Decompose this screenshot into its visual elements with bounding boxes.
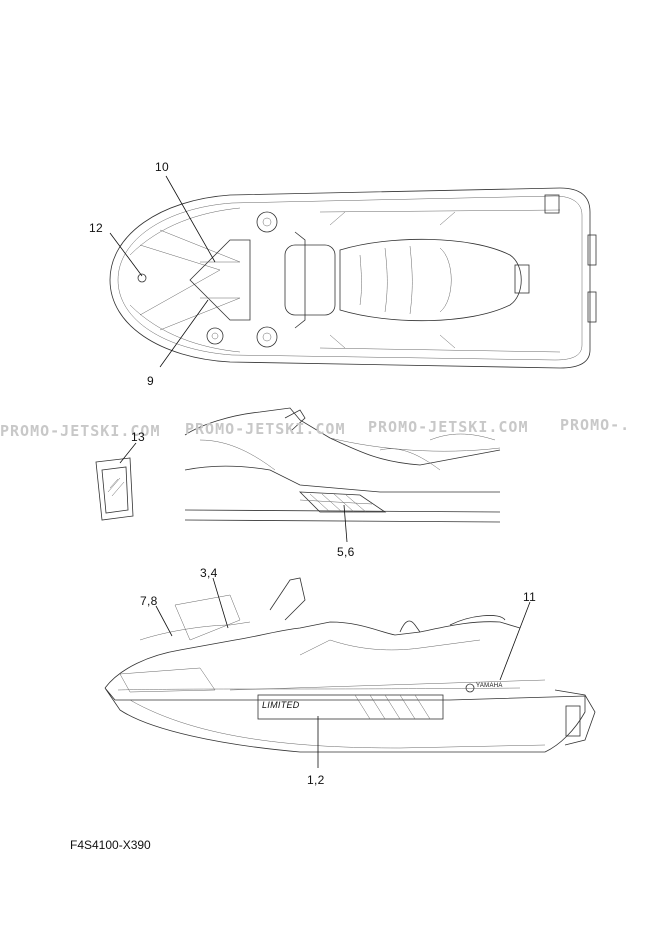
callout-5-6: 5,6	[337, 545, 355, 559]
watermark-3: PROMO-JETSKI.COM	[368, 418, 529, 436]
callout-12: 12	[89, 221, 103, 235]
decal-13-sticker	[95, 457, 134, 521]
callout-11: 11	[523, 590, 537, 604]
callout-9: 9	[147, 374, 154, 388]
callout-7-8: 7,8	[140, 594, 158, 608]
watermark-4: PROMO-.	[560, 416, 631, 434]
leader-lines-top	[109, 175, 216, 368]
top-view-craft	[109, 187, 597, 369]
callout-10: 10	[155, 160, 169, 174]
watermark-1: PROMO-JETSKI.COM	[0, 422, 161, 440]
brand-decal-text: YAMAHA	[476, 683, 503, 689]
diagram-code: F4S4100-X390	[70, 838, 151, 852]
watermark-2: PROMO-JETSKI.COM	[185, 420, 346, 438]
leader-lines-middle	[119, 442, 348, 543]
callout-1-2: 1,2	[307, 773, 325, 787]
side-detail-view	[184, 407, 501, 523]
callout-3-4: 3,4	[200, 566, 218, 580]
leader-lines-bottom	[155, 577, 531, 768]
side-logo-decal-text: LIMITED	[262, 700, 300, 710]
callout-13: 13	[131, 430, 145, 444]
side-view-craft	[104, 577, 596, 753]
